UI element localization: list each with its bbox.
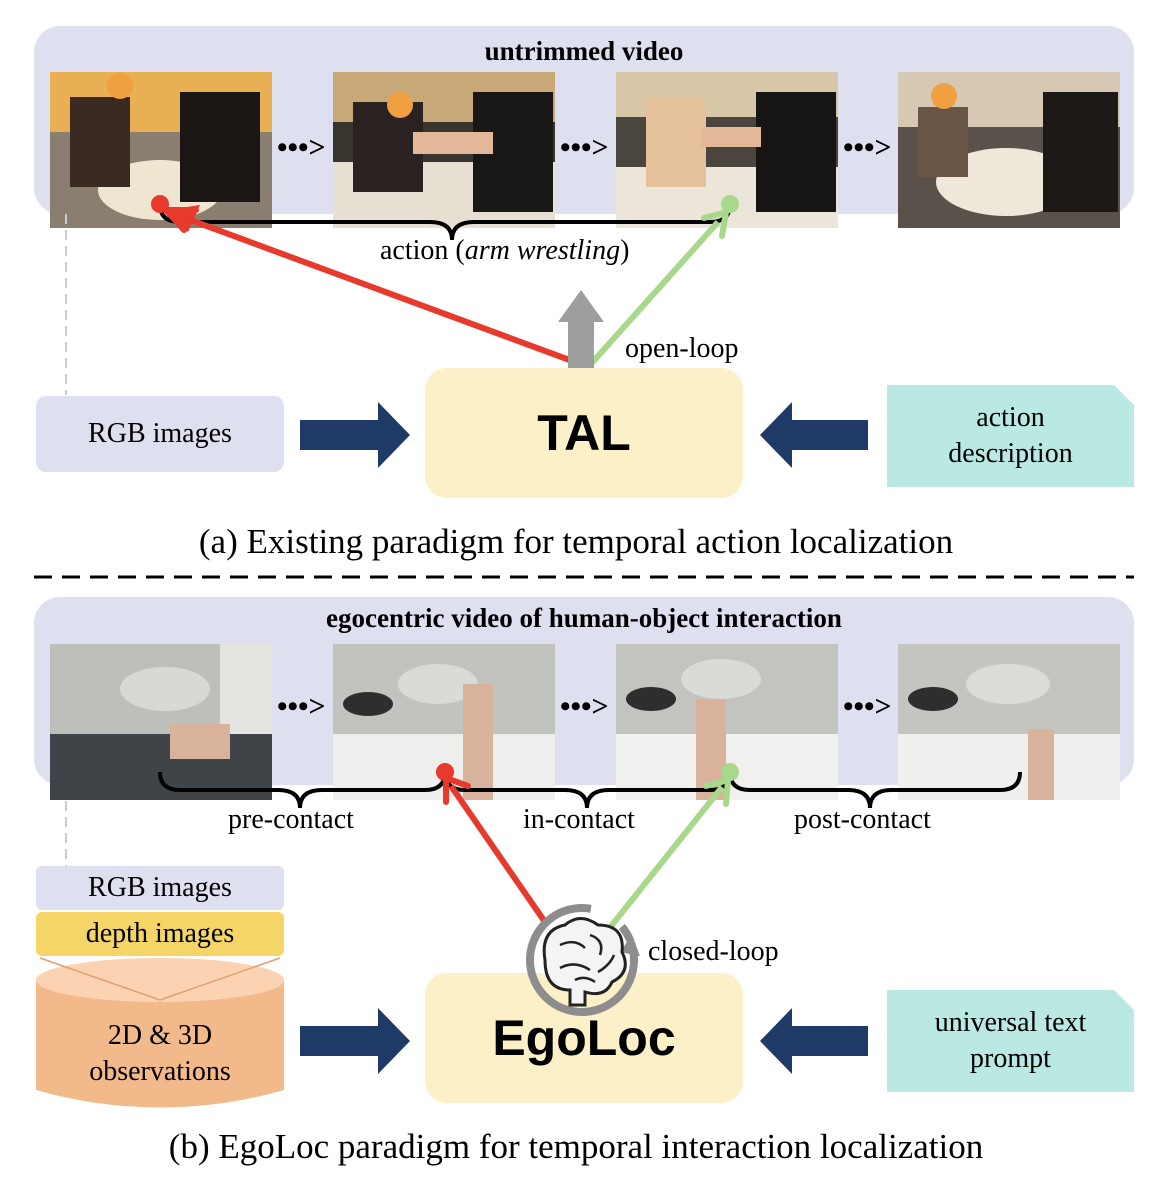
egoloc-box: EgoLoc <box>425 973 743 1103</box>
video-frame <box>898 72 1120 228</box>
video-frame <box>333 72 555 228</box>
depth-images-layer: depth images <box>36 912 284 956</box>
segment-pre-contact: pre-contact <box>228 804 354 835</box>
doc-fold-icon <box>1114 990 1134 1010</box>
rgb-images-layer: RGB images <box>36 866 284 910</box>
panel-title: egocentric video of human-object interac… <box>326 603 842 633</box>
universal-text-prompt-box: universal text prompt <box>887 990 1134 1092</box>
caption-a: (a) Existing paradigm for temporal actio… <box>198 522 954 561</box>
closed-loop-label: closed-loop <box>648 936 779 967</box>
video-frame <box>898 644 1120 800</box>
segment-post-contact: post-contact <box>794 804 931 835</box>
rgb-images-box: RGB images <box>36 396 284 472</box>
action-bracket-label: action (arm wrestling) <box>380 235 630 266</box>
dots-arrow-icon: •••> <box>560 131 609 164</box>
action-description-box: action description <box>887 385 1134 487</box>
dots-arrow-icon: •••> <box>277 131 326 164</box>
dots-arrow-icon: •••> <box>277 690 326 723</box>
caption-b: (b) EgoLoc paradigm for temporal interac… <box>168 1127 984 1166</box>
open-loop-label: open-loop <box>625 333 739 364</box>
dots-arrow-icon: •••> <box>843 131 892 164</box>
dots-arrow-icon: •••> <box>843 690 892 723</box>
observations-label: 2D & 3D observations <box>89 1019 231 1087</box>
video-frame <box>50 644 272 800</box>
segment-in-contact: in-contact <box>523 804 635 835</box>
egoloc-title: EgoLoc <box>492 1009 676 1066</box>
tal-box: TAL <box>425 368 743 498</box>
doc-fold-icon <box>1114 385 1134 405</box>
dots-arrow-icon: •••> <box>560 690 609 723</box>
tal-title: TAL <box>537 404 631 461</box>
panel-title: untrimmed video <box>484 36 684 66</box>
